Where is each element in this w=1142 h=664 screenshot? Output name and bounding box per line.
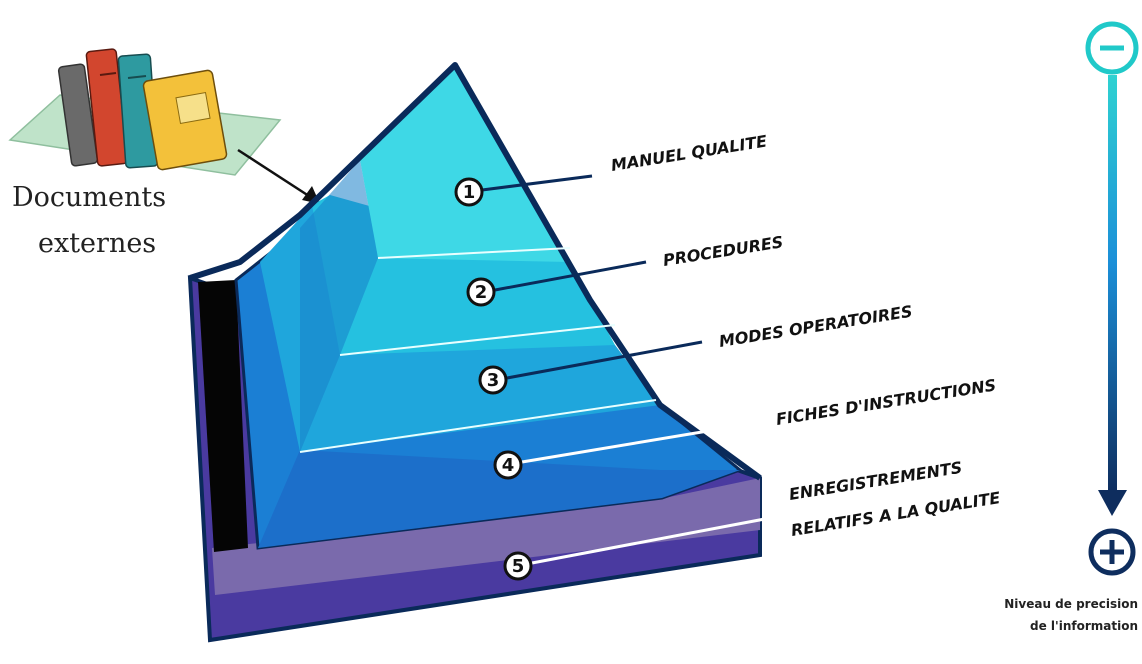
pyramid-level-1: [360, 68, 570, 262]
pyramid-left-face: [198, 280, 248, 552]
level-1-number: 1: [463, 182, 476, 203]
level-2-label: PROCEDURES: [662, 232, 785, 270]
external-documents-label-line1: Documents: [12, 182, 166, 213]
precision-scale-bar: [1108, 75, 1117, 493]
level-4-number: 4: [502, 455, 515, 476]
precision-scale: Niveau de precision de l'information: [1004, 21, 1139, 633]
external-documents: Documents externes: [8, 48, 320, 259]
level-4-label: FICHES D'INSTRUCTIONS: [775, 375, 998, 429]
level-3-number: 3: [487, 370, 500, 391]
level-3-label: MODES OPERATOIRES: [718, 302, 914, 351]
level-1-label: MANUEL QUALITE: [610, 132, 769, 175]
precision-scale-label-line1: Niveau de precision: [1004, 597, 1138, 611]
level-2-number-badge: [466, 277, 496, 307]
level-2-number: 2: [475, 282, 488, 303]
level-3-number-badge: [478, 365, 508, 395]
level-5-number-badge: [503, 551, 533, 581]
level-5-number: 5: [512, 556, 525, 577]
precision-scale-label-line2: de l'information: [1030, 619, 1138, 633]
external-documents-arrow: [237, 148, 320, 204]
precision-scale-arrowhead: [1098, 490, 1127, 516]
level-1-number-badge: [454, 177, 484, 207]
level-4-number-badge: [493, 450, 523, 480]
binders-icon: [8, 48, 282, 176]
external-documents-label-line2: externes: [38, 228, 156, 259]
